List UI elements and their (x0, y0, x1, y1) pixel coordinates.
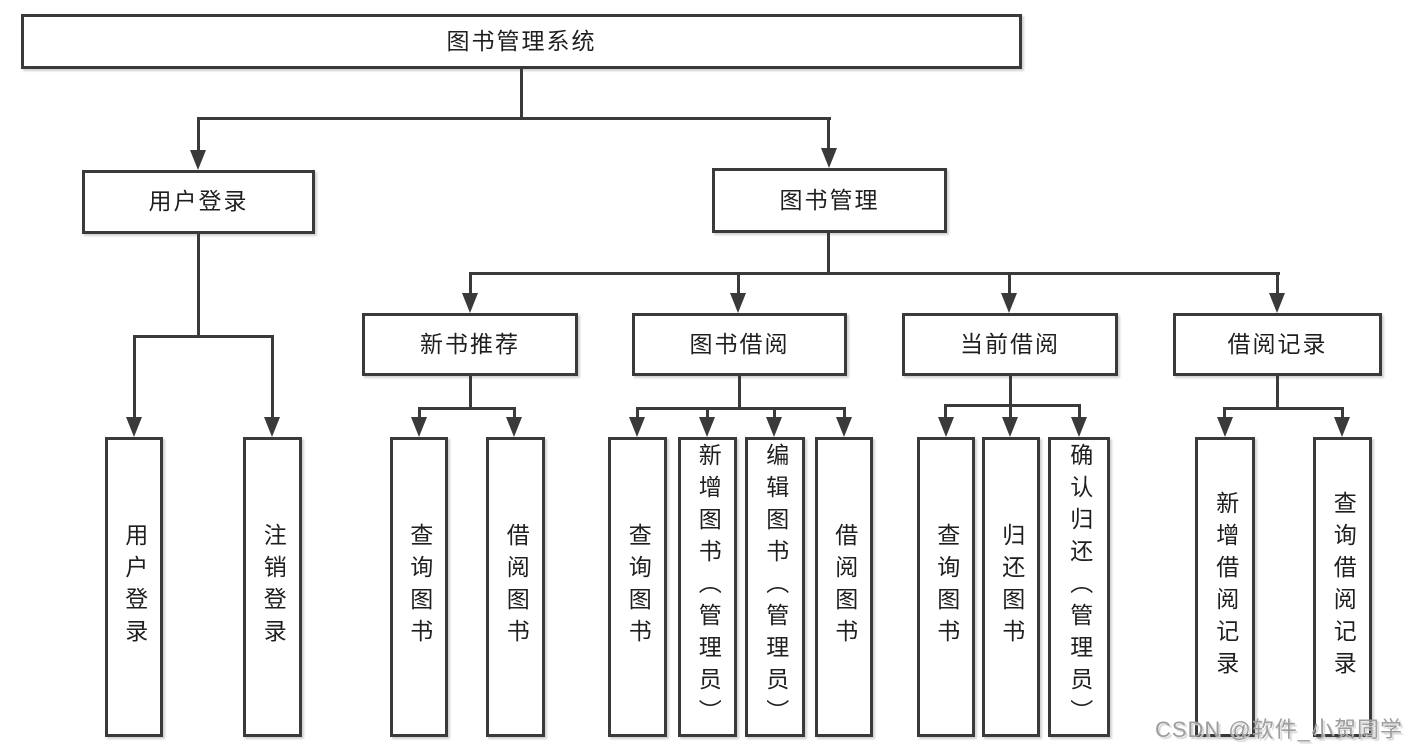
connector-vline (1009, 376, 1012, 408)
node-borrowing-records: 借阅记录 (1173, 313, 1382, 376)
node-current-borrowing: 当前借阅 (902, 313, 1118, 376)
connector-vline (827, 117, 830, 151)
node-book-management: 图书管理 (712, 168, 947, 233)
arrow-down-icon (821, 148, 837, 168)
arrow-down-icon (190, 150, 206, 170)
node-book-borrowing: 图书借阅 (632, 313, 847, 376)
leaf-query-books-recommend: 查询图书 (390, 437, 448, 737)
node-book-management-system: 图书管理系统 (21, 14, 1022, 69)
connector-vline (520, 69, 523, 120)
arrow-down-icon (629, 417, 645, 437)
arrow-down-icon (506, 417, 522, 437)
connector-vline (738, 376, 741, 410)
arrow-down-icon (1217, 417, 1233, 437)
connector-vline (1223, 407, 1226, 419)
connector-vline (1009, 404, 1012, 419)
connector-hline (636, 407, 846, 410)
connector-vline (944, 404, 947, 419)
leaf-user-login: 用户登录 (105, 437, 163, 737)
node-user-login: 用户登录 (82, 170, 315, 234)
connector-hline (133, 335, 274, 338)
arrow-down-icon (411, 417, 427, 437)
leaf-edit-book-admin: 编辑图书（管理员） (745, 437, 805, 737)
arrow-down-icon (1334, 417, 1350, 437)
connector-vline (1008, 272, 1011, 295)
arrow-down-icon (699, 417, 715, 437)
connector-hline (418, 407, 516, 410)
leaf-confirm-return-admin: 确认归还（管理员） (1048, 437, 1110, 737)
leaf-borrow-books-recommend: 借阅图书 (486, 437, 545, 737)
connector-vline (737, 272, 740, 295)
connector-vline (773, 407, 776, 419)
leaf-logout-login: 注销登录 (243, 437, 302, 737)
leaf-query-borrow-record: 查询借阅记录 (1313, 437, 1372, 737)
leaf-query-books-borrowing: 查询图书 (608, 437, 667, 737)
leaf-borrow-books-borrowing: 借阅图书 (815, 437, 873, 737)
csdn-watermark: CSDN @软件_小贺同学 (1154, 717, 1403, 742)
arrow-down-icon (264, 417, 280, 437)
leaf-return-books: 归还图书 (982, 437, 1040, 737)
connector-vline (271, 335, 274, 420)
connector-hline (944, 404, 1081, 407)
arrow-down-icon (730, 293, 746, 313)
connector-vline (197, 117, 200, 153)
connector-vline (469, 376, 472, 410)
connector-hline (197, 117, 831, 120)
arrow-down-icon (1001, 293, 1017, 313)
connector-vline (513, 407, 516, 419)
connector-vline (1341, 407, 1344, 419)
connector-vline (1276, 376, 1279, 410)
connector-vline (1078, 404, 1081, 419)
connector-vline (197, 234, 200, 338)
leaf-add-book-admin: 新增图书（管理员） (678, 437, 737, 737)
arrow-down-icon (938, 417, 954, 437)
arrow-down-icon (1002, 417, 1018, 437)
arrow-down-icon (1269, 293, 1285, 313)
connector-vline (133, 335, 136, 420)
connector-vline (706, 407, 709, 419)
connector-vline (1276, 272, 1279, 295)
connector-vline (827, 233, 830, 275)
arrow-down-icon (766, 417, 782, 437)
connector-hline (469, 272, 1280, 275)
connector-vline (843, 407, 846, 419)
arrow-down-icon (126, 417, 142, 437)
leaf-add-borrow-record: 新增借阅记录 (1195, 437, 1255, 737)
connector-vline (418, 407, 421, 419)
connector-vline (469, 272, 472, 295)
node-new-book-recommendation: 新书推荐 (362, 313, 578, 376)
leaf-query-books-current: 查询图书 (917, 437, 975, 737)
arrow-down-icon (836, 417, 852, 437)
connector-vline (636, 407, 639, 419)
arrow-down-icon (462, 293, 478, 313)
connector-hline (1223, 407, 1344, 410)
arrow-down-icon (1071, 417, 1087, 437)
